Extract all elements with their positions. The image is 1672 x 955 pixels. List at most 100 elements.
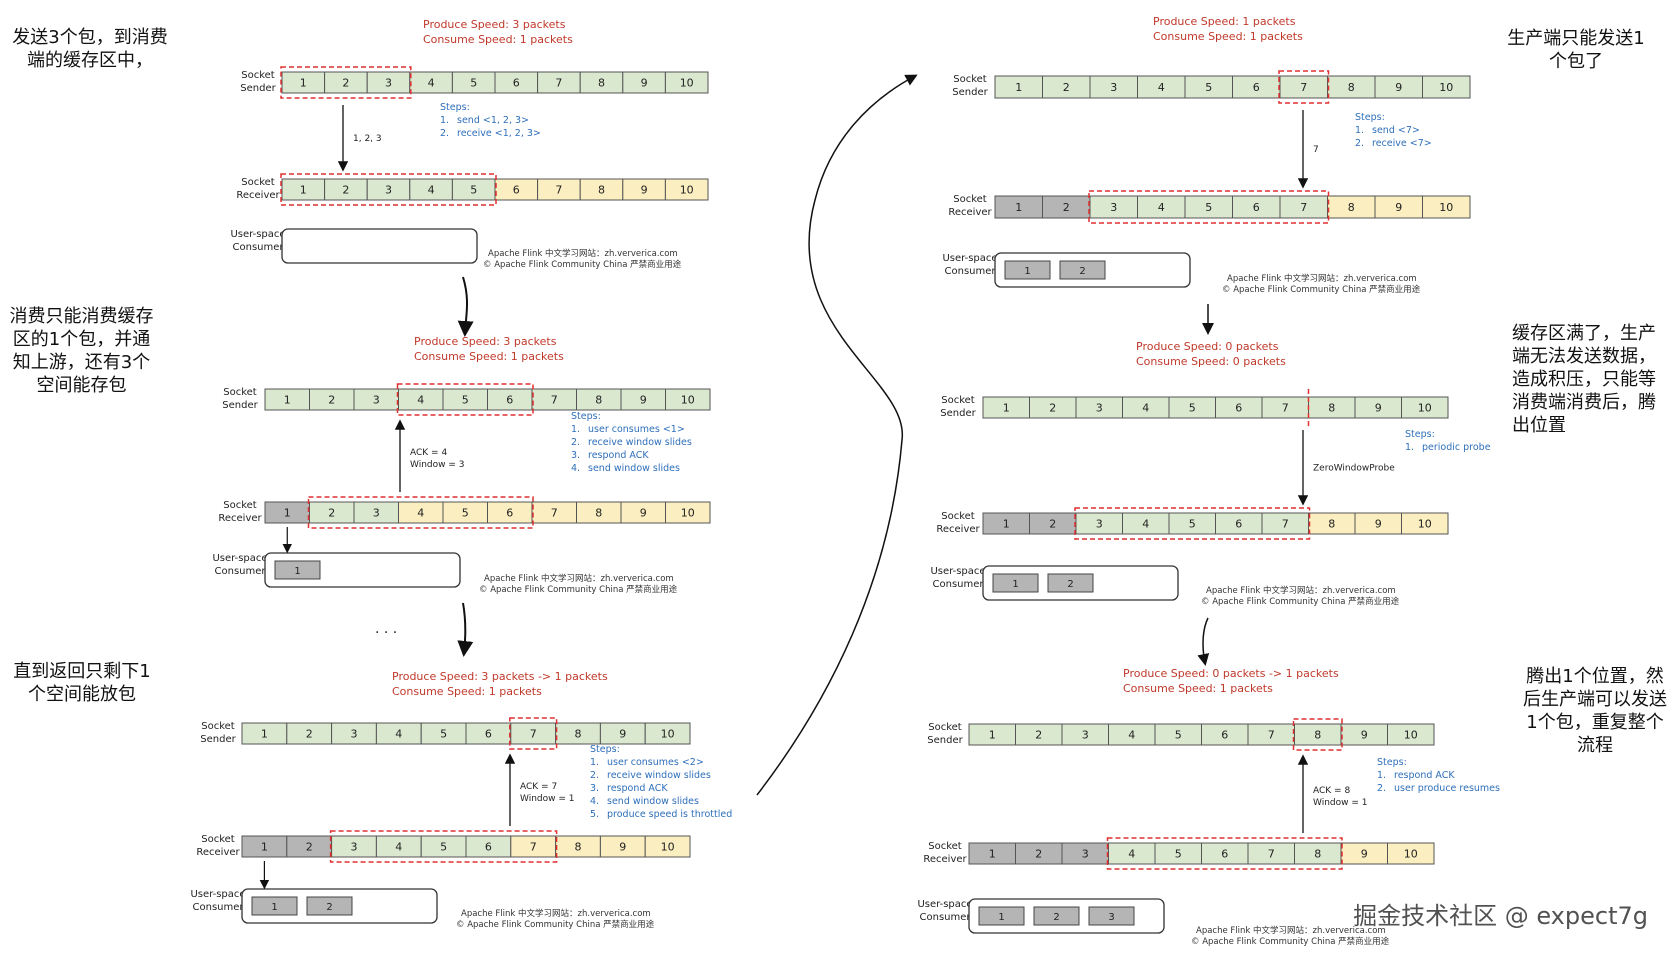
step-text: respond ACK <box>607 783 668 794</box>
step-text: send <7> <box>1372 125 1420 136</box>
receiver-row-cell-label: 6 <box>1235 518 1242 531</box>
produce-speed-text: Produce Speed: 3 packets <box>423 18 566 31</box>
receiver-row-cell-label: 5 <box>1175 848 1182 861</box>
footer-line-2: © Apache Flink Community China 严禁商业用途 <box>1222 284 1421 295</box>
receiver-row-cell <box>644 835 691 858</box>
receiver-row-cell-label: 1 <box>1003 518 1010 531</box>
consumed-packet <box>274 560 321 580</box>
receiver-row-cell-label: 3 <box>351 841 358 854</box>
receiver-label: Receiver <box>218 513 262 524</box>
receiver-row-cell-label: 2 <box>328 507 335 520</box>
sender-label: Socket <box>201 721 235 732</box>
sender-row-cell-label: 6 <box>485 728 492 741</box>
sender-label: Sender <box>222 400 258 411</box>
consumer-label: User-space <box>930 566 985 577</box>
sender-row-cell-label: 2 <box>1063 81 1070 94</box>
receiver-label: Socket <box>201 834 235 845</box>
consumed-packet-label: 2 <box>326 902 332 913</box>
sender-row-cell-label: 2 <box>1049 402 1056 415</box>
receiver-label: Socket <box>223 500 257 511</box>
receiver-row-cell-label: 10 <box>1418 518 1432 531</box>
consumed-packet <box>978 906 1025 926</box>
consumer-label: User-space <box>942 253 997 264</box>
panel-6: Produce Speed: 0 packets -> 1 packetsCon… <box>917 667 1500 947</box>
sender-row-cell-label: 10 <box>1404 729 1418 742</box>
consumed-packet <box>1047 573 1094 593</box>
receiver-label: Receiver <box>948 207 992 218</box>
receiver-row-cell-label: 6 <box>513 184 520 197</box>
steps-title: Steps: <box>590 744 620 755</box>
step-number: 2. <box>1355 138 1364 149</box>
annotation-note-6: 腾出1个位置，然后生产端可以发送1个包，重复整个流程 <box>1523 666 1667 756</box>
receiver-window <box>280 173 497 206</box>
sender-row-cell-label: 8 <box>1348 81 1355 94</box>
annotation-note-2: 消费只能消费缓存区的1个包，并通知上游，还有3个空间能存包 <box>9 306 154 396</box>
receiver-label: Socket <box>241 177 275 188</box>
sender-row-cell-label: 1 <box>1015 81 1022 94</box>
step-text: user produce resumes <box>1394 783 1500 794</box>
arrow-label: ZeroWindowProbe <box>1313 464 1395 474</box>
receiver-row-cell-label: 7 <box>551 507 558 520</box>
sender-row-cell-label: 10 <box>1418 402 1432 415</box>
footer-line-1: Apache Flink 中文学习网站：zh.ververica.com <box>488 248 678 259</box>
consumer-label: User-space <box>917 899 972 910</box>
receiver-row-cell-label: 4 <box>1142 518 1149 531</box>
step-number: 2. <box>1377 783 1386 794</box>
sender-row-cell-label: 5 <box>1205 81 1212 94</box>
sender-row-cell-label: 10 <box>661 728 675 741</box>
receiver-row-cell-label: 10 <box>681 507 695 520</box>
receiver-row-cell-label: 8 <box>1348 201 1355 214</box>
consumed-packet <box>306 896 353 916</box>
sender-row-cell-label: 7 <box>555 77 562 90</box>
sender-row-cell-label: 1 <box>989 729 996 742</box>
receiver-row-cell-label: 4 <box>417 507 424 520</box>
consumer-label: User-space <box>230 229 285 240</box>
sender-row-cell-label: 9 <box>641 77 648 90</box>
receiver-row-cell-label: 2 <box>1063 201 1070 214</box>
receiver-row-cell-label: 7 <box>1300 201 1307 214</box>
consumed-packet-label: 1 <box>1012 579 1018 590</box>
receiver-row-cell-label: 8 <box>1328 518 1335 531</box>
step-number: 2. <box>440 128 449 139</box>
receiver-row-cell-label: 6 <box>1221 848 1228 861</box>
step-number: 4. <box>571 463 580 474</box>
steps-title: Steps: <box>1405 429 1435 440</box>
receiver-row-cell-label: 10 <box>1404 848 1418 861</box>
receiver-row-cell-label: 6 <box>485 841 492 854</box>
arrow-label: Window = 3 <box>410 460 464 470</box>
sender-row-cell-label: 4 <box>1158 81 1165 94</box>
sender-row-cell-label: 4 <box>1128 729 1135 742</box>
step-text: send window slides <box>588 463 680 474</box>
sender-row-cell-label: 8 <box>1328 402 1335 415</box>
step-number: 1. <box>1377 770 1386 781</box>
receiver-row-cell-label: 3 <box>1110 201 1117 214</box>
footer-line-1: Apache Flink 中文学习网站：zh.ververica.com <box>1206 585 1396 596</box>
receiver-row-cell-label: 10 <box>680 184 694 197</box>
consumed-packet <box>1004 260 1051 280</box>
arrow-label: ACK = 7 <box>520 782 557 792</box>
sender-row-cell-label: 3 <box>385 77 392 90</box>
produce-speed-text: Produce Speed: 1 packets <box>1153 15 1296 28</box>
receiver-row-cell <box>1422 195 1471 219</box>
consumer-label: User-space <box>212 553 267 564</box>
step-text: receive <7> <box>1372 138 1432 149</box>
receiver-row-cell-label: 2 <box>1035 848 1042 861</box>
sender-row-cell-label: 7 <box>1282 402 1289 415</box>
receiver-row-cell-label: 10 <box>661 841 675 854</box>
sender-label: Socket <box>928 722 962 733</box>
arrow-label: ACK = 4 <box>410 448 447 458</box>
ellipsis-dots: · · · <box>375 625 397 641</box>
receiver-row-cell-label: 5 <box>440 841 447 854</box>
consumer-label: User-space <box>190 889 245 900</box>
watermark: 掘金技术社区 @ expect7g <box>1353 902 1648 930</box>
consume-speed-text: Consume Speed: 1 packets <box>1153 30 1303 43</box>
steps-title: Steps: <box>1377 757 1407 768</box>
receiver-label: Receiver <box>936 524 980 535</box>
sender-label: Sender <box>240 83 276 94</box>
arrow-label: 7 <box>1313 145 1319 155</box>
sender-row-cell-label: 7 <box>1300 81 1307 94</box>
consumed-packet-label: 1 <box>271 902 277 913</box>
receiver-row-cell-label: 2 <box>1049 518 1056 531</box>
